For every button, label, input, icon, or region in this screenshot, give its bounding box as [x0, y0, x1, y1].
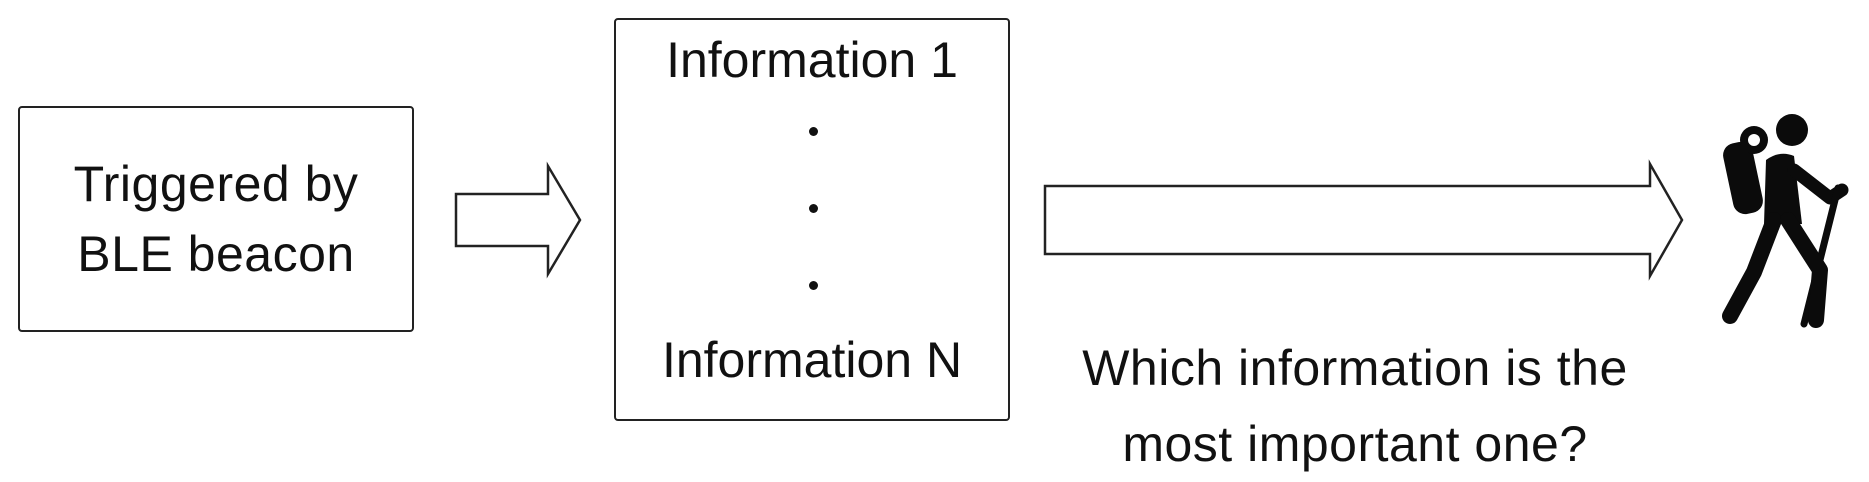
- ellipsis-dot: [809, 127, 818, 136]
- hiker-icon: [1722, 114, 1849, 328]
- information-last: Information N: [661, 332, 963, 388]
- question-line-2: most important one?: [1122, 416, 1588, 472]
- information-list-box: Information 1 Information N: [614, 18, 1010, 421]
- question-text: Which information is the most important …: [1030, 330, 1680, 482]
- arrow-right-icon: [1043, 159, 1684, 281]
- arrow-right-icon: [454, 161, 582, 279]
- ellipsis-dot: [809, 281, 818, 290]
- ellipsis-dot: [809, 204, 818, 213]
- trigger-box: Triggered by BLE beacon: [18, 106, 414, 332]
- information-first: Information 1: [666, 32, 958, 88]
- trigger-line-2: BLE beacon: [77, 226, 355, 282]
- question-line-1: Which information is the: [1082, 340, 1628, 396]
- trigger-line-1: Triggered by: [73, 156, 359, 212]
